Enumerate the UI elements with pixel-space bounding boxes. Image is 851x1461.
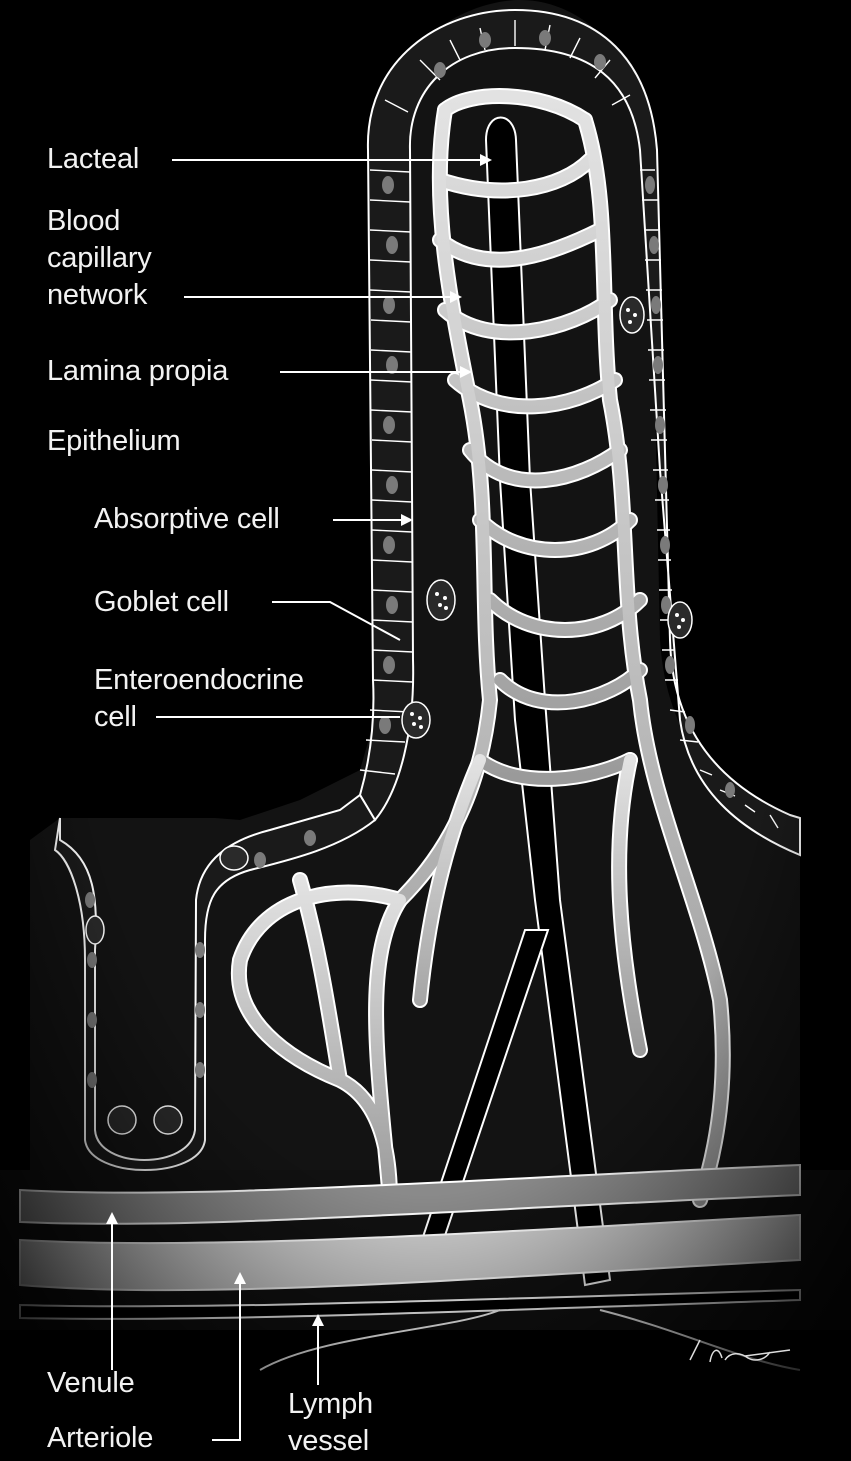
enteroendocrine-text-2: cell	[94, 701, 137, 733]
blood-capillary-text-3: network	[47, 279, 148, 311]
arteriole-leader	[212, 1280, 241, 1441]
arteriole-label: Arteriole	[47, 1420, 153, 1457]
blood-capillary-text-2: capillary	[47, 242, 152, 274]
lymph-text-1: Lymph	[288, 1388, 373, 1420]
goblet-cell-label: Goblet cell	[94, 584, 229, 621]
arteriole-text: Arteriole	[47, 1422, 154, 1454]
venule-text: Venule	[47, 1367, 135, 1399]
enteroendocrine-cell-label: Enteroendocrine cell	[94, 662, 304, 736]
lamina-propia-label: Lamina propia	[47, 353, 228, 390]
goblet-cell-text: Goblet cell	[94, 586, 229, 618]
enteroendocrine-text-1: Enteroendocrine	[94, 664, 304, 696]
arrow-heads	[106, 154, 492, 1326]
absorptive-cell-text: Absorptive cell	[94, 503, 280, 535]
blood-capillary-text-1: Blood	[47, 205, 121, 237]
epithelium-label: Epithelium	[47, 423, 181, 460]
venule-label: Venule	[47, 1365, 135, 1402]
lacteal-text: Lacteal	[47, 143, 140, 175]
epithelium-text: Epithelium	[47, 425, 181, 457]
leader-lines	[111, 159, 488, 1441]
lymph-vessel-label: Lymph vessel	[288, 1386, 373, 1460]
blood-capillary-label: Blood capillary network	[47, 203, 152, 314]
artist-signature	[689, 1339, 791, 1363]
goblet-leader	[272, 601, 401, 641]
lymph-text-2: vessel	[288, 1425, 369, 1457]
lamina-propia-text: Lamina propia	[47, 355, 229, 387]
absorptive-cell-label: Absorptive cell	[94, 501, 280, 538]
lacteal-label: Lacteal	[47, 141, 139, 178]
